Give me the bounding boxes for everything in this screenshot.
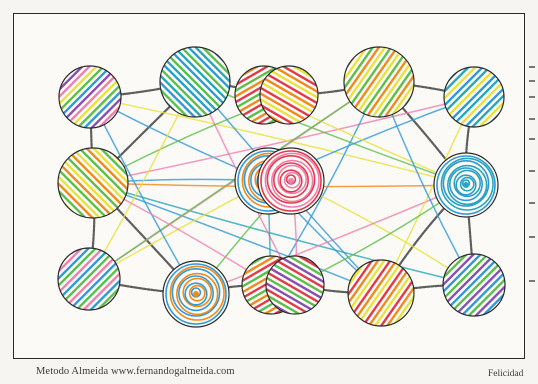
circle-bottom-2 xyxy=(163,261,229,327)
footer-title: Felicidad xyxy=(488,369,523,379)
circle-group xyxy=(4,0,538,373)
circle-bottom-right xyxy=(395,206,538,361)
circle-bottom-left xyxy=(10,200,165,355)
circle-mid-right xyxy=(434,153,498,217)
margin-marks xyxy=(527,66,538,316)
footer-credit: Metodo Almeida www.fernandogalmeida.com xyxy=(36,366,235,377)
circle-center-right xyxy=(258,148,324,214)
circle-top-right xyxy=(398,21,538,170)
